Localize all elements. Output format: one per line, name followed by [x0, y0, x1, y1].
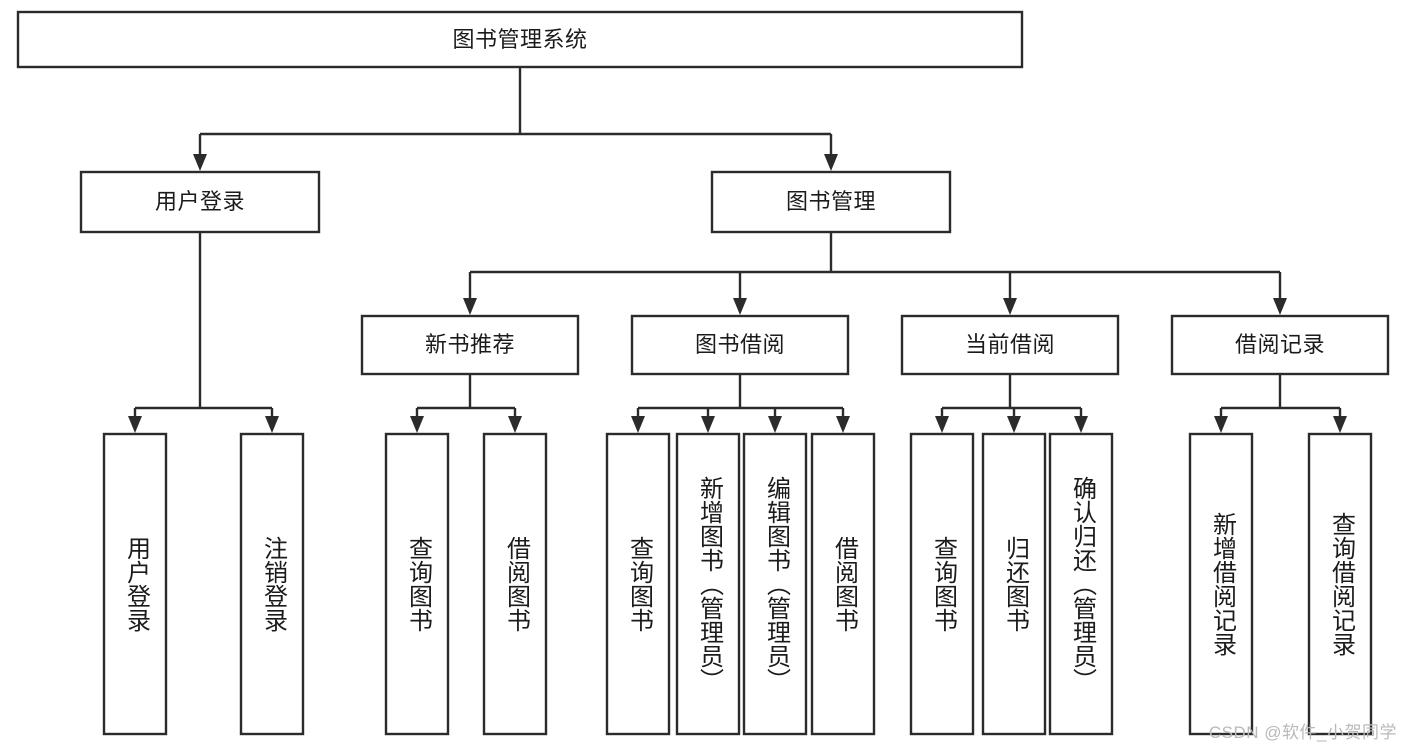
root-to-l2-1-arrowhead — [824, 154, 838, 171]
leafgrp-3-branch-1-arrowhead — [1007, 416, 1021, 433]
connector-layer — [128, 67, 1347, 433]
leafgrp-2-branch-1-arrowhead — [701, 416, 715, 433]
leaf-node-11-box[interactable] — [1188, 432, 1254, 736]
root-node-label: 图书管理系统 — [452, 26, 588, 52]
root-node-box[interactable] — [16, 10, 1024, 69]
leaf-node-12-box[interactable] — [1307, 432, 1373, 736]
level2-node-0-box[interactable] — [79, 170, 321, 234]
leafgrp-4-branch-0-arrowhead — [1214, 416, 1228, 433]
leafgrp-4-branch-1-arrowhead — [1333, 416, 1347, 433]
leafgrp-2-branch-2-arrowhead — [768, 416, 782, 433]
leaf-node-0-box[interactable] — [102, 432, 168, 736]
leaf-node-5-label: 新增图书（管理员） — [695, 476, 723, 692]
leaf-node-12-label: 查询借阅记录 — [1327, 512, 1355, 656]
leafgrp-1-branch-0-arrowhead — [410, 416, 424, 433]
leaf-node-4-label: 查询图书 — [625, 536, 653, 632]
leaf-node-1-label: 注销登录 — [259, 536, 287, 632]
leaf-node-7-label: 借阅图书 — [830, 536, 858, 632]
level3-node-0-box[interactable] — [360, 314, 580, 376]
level3-node-2-label: 当前借阅 — [964, 332, 1055, 358]
leafgrp-3-branch-2-arrowhead — [1074, 416, 1088, 433]
mgr-to-l3-3-arrowhead — [1273, 298, 1287, 315]
level3-node-3-box[interactable] — [1170, 314, 1390, 376]
leafgrp-2-branch-3-arrowhead — [836, 416, 850, 433]
leaf-node-10-label: 确认归还（管理员） — [1068, 476, 1096, 692]
leaf-node-2-label: 查询图书 — [404, 536, 432, 632]
leafgrp-0-branch-1-arrowhead — [265, 416, 279, 433]
leaf-node-3-label: 借阅图书 — [502, 536, 530, 632]
level3-node-2-box[interactable] — [900, 314, 1120, 376]
leaf-node-0-label: 用户登录 — [122, 536, 150, 632]
level2-node-1-label: 图书管理 — [785, 189, 876, 215]
leaf-node-4-box[interactable] — [605, 432, 671, 736]
leafgrp-0-branch-0-arrowhead — [128, 416, 142, 433]
mgr-to-l3-2-arrowhead — [1003, 298, 1017, 315]
leaf-node-11-label: 新增借阅记录 — [1208, 512, 1236, 656]
box-layer — [16, 10, 1390, 736]
level2-node-1-box[interactable] — [710, 170, 952, 234]
mgr-to-l3-0-arrowhead — [463, 298, 477, 315]
leaf-node-2-box[interactable] — [384, 432, 450, 736]
level2-node-0-label: 用户登录 — [154, 189, 245, 215]
leafgrp-2-branch-0-arrowhead — [631, 416, 645, 433]
mgr-to-l3-1-arrowhead — [733, 298, 747, 315]
leaf-node-9-label: 归还图书 — [1001, 536, 1029, 632]
leaf-node-8-label: 查询图书 — [929, 536, 957, 632]
leafgrp-3-branch-0-arrowhead — [935, 416, 949, 433]
level3-node-3-label: 借阅记录 — [1234, 332, 1325, 358]
leaf-node-8-box[interactable] — [909, 432, 975, 736]
level3-node-0-label: 新书推荐 — [424, 332, 515, 358]
leaf-node-5-box[interactable] — [675, 432, 741, 736]
level3-node-1-box[interactable] — [630, 314, 850, 376]
leaf-node-3-box[interactable] — [482, 432, 548, 736]
leaf-node-6-box[interactable] — [742, 432, 808, 736]
level3-node-1-label: 图书借阅 — [694, 332, 785, 358]
leaf-node-7-box[interactable] — [810, 432, 876, 736]
root-to-l2-0-arrowhead — [193, 154, 207, 171]
leaf-node-9-box[interactable] — [981, 432, 1047, 736]
leafgrp-1-branch-1-arrowhead — [508, 416, 522, 433]
leaf-node-6-label: 编辑图书（管理员） — [762, 476, 790, 692]
leaf-node-1-box[interactable] — [239, 432, 305, 736]
leaf-node-10-box[interactable] — [1048, 432, 1114, 736]
